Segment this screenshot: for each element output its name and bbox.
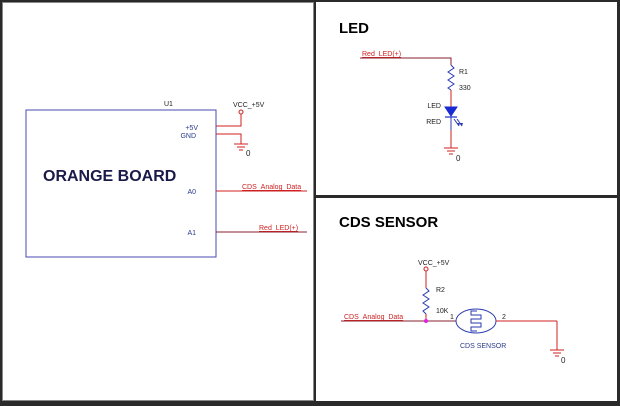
pin-5v-label: +5V bbox=[185, 125, 198, 132]
cds-ground-label: 0 bbox=[561, 356, 566, 365]
r1-value-label: 330 bbox=[459, 85, 471, 92]
led-diode-symbol bbox=[444, 106, 463, 130]
led-schematic: LED Red_LED(+) R1 330 LED RED 0 bbox=[339, 20, 471, 163]
led-value-label: RED bbox=[426, 119, 441, 126]
led-net-label: Red_LED(+) bbox=[362, 51, 401, 58]
resistor-r1-symbol bbox=[447, 64, 455, 91]
wire-gnd bbox=[216, 133, 242, 144]
junction-dot bbox=[424, 319, 428, 323]
cds-sensor-panel: CDS SENSOR VCC_+5V R2 10K CDS_Analog_Dat… bbox=[316, 198, 617, 401]
led-panel-title: LED bbox=[339, 20, 369, 37]
r2-value-label: 10K bbox=[436, 308, 449, 315]
net-label-cds-analog-data: CDS_Analog_Data bbox=[242, 184, 301, 191]
cds-vcc-label: VCC_+5V bbox=[418, 260, 450, 267]
ground-symbol bbox=[234, 143, 248, 151]
pin-a1-label: A1 bbox=[187, 230, 196, 237]
vcc-power-label: VCC_+5V bbox=[233, 102, 265, 109]
net-label-red-led: Red_LED(+) bbox=[259, 225, 298, 232]
cds-sensor-symbol bbox=[455, 308, 497, 334]
vcc-power-symbol bbox=[238, 109, 244, 115]
wire-5v bbox=[216, 114, 242, 127]
ground-symbol bbox=[550, 349, 564, 357]
r2-ref-label: R2 bbox=[436, 287, 445, 294]
resistor-r2-symbol bbox=[422, 287, 430, 315]
orange-board-panel: U1 ORANGE BOARD +5V GND A0 A1 VCC_+5V 0 … bbox=[2, 2, 314, 401]
cds-pin1-label: 1 bbox=[450, 314, 454, 321]
pin-gnd-label: GND bbox=[180, 133, 196, 140]
board-label: ORANGE BOARD bbox=[43, 168, 176, 185]
led-panel: LED Red_LED(+) R1 330 LED RED 0 bbox=[316, 2, 617, 195]
cds-schematic: CDS SENSOR VCC_+5V R2 10K CDS_Analog_Dat… bbox=[339, 214, 566, 365]
board-outline bbox=[25, 109, 217, 258]
wire-red-led-net bbox=[360, 57, 452, 65]
led-ref-label: LED bbox=[427, 103, 441, 110]
orange-board-schematic: U1 ORANGE BOARD +5V GND A0 A1 VCC_+5V 0 … bbox=[25, 101, 307, 258]
cds-panel-title: CDS SENSOR bbox=[339, 214, 438, 231]
ground-label: 0 bbox=[246, 149, 251, 158]
ground-symbol bbox=[444, 147, 458, 155]
led-ground-label: 0 bbox=[456, 154, 461, 163]
cds-pin2-label: 2 bbox=[502, 314, 506, 321]
cds-sensor-label: CDS SENSOR bbox=[460, 343, 506, 350]
cds-vcc-power-symbol bbox=[423, 266, 429, 272]
cds-net-label: CDS_Analog_Data bbox=[344, 314, 403, 321]
pin-a0-label: A0 bbox=[187, 189, 196, 196]
u1-ref-label: U1 bbox=[164, 101, 173, 108]
r1-ref-label: R1 bbox=[459, 69, 468, 76]
